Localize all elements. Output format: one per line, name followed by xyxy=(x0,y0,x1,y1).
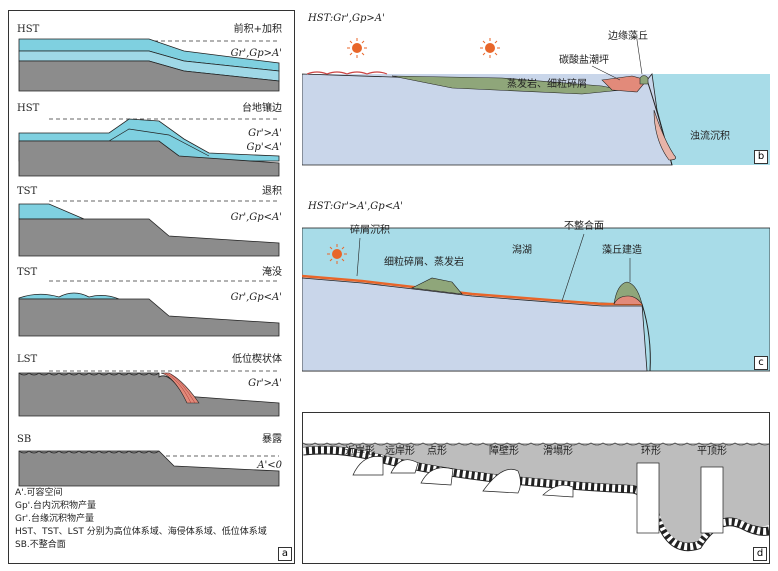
panel-a-drawing xyxy=(18,38,280,487)
row5-code: LST xyxy=(17,354,38,365)
row4-code: TST xyxy=(17,267,38,278)
type-point: 点形 xyxy=(427,446,447,457)
type-offshore: 远岸形 xyxy=(385,446,415,457)
panel-d-drawing xyxy=(303,442,769,563)
row3-formula: Gr',Gp<A' xyxy=(230,212,282,223)
row4-title: 淹没 xyxy=(262,267,282,278)
row6-formula: A'<0 xyxy=(257,460,282,471)
type-barrier: 障壁形 xyxy=(489,446,519,457)
panel-c-header: HST:Gr'>A',Gp<A' xyxy=(308,201,404,212)
sun-icon xyxy=(347,38,367,58)
row4-formula: Gr',Gp<A' xyxy=(230,292,282,303)
label-mound: 藻丘建造 xyxy=(602,245,642,256)
panel-b-header: HST:Gr',Gp>A' xyxy=(308,13,385,24)
row1-title: 前积+加积 xyxy=(233,24,282,35)
row3-title: 退积 xyxy=(262,186,282,197)
row5-title: 低位楔状体 xyxy=(232,354,282,365)
row-sb xyxy=(18,450,280,487)
row5-formula: Gr'>A' xyxy=(248,378,282,389)
label-tidal: 碳酸盐潮坪 xyxy=(559,55,609,66)
row2-title: 台地镶边 xyxy=(242,103,282,114)
label-fine: 细粒碎屑、蒸发岩 xyxy=(384,257,464,268)
type-ring: 环形 xyxy=(641,446,661,457)
panel-c-drawing xyxy=(302,227,770,372)
row1-code: HST xyxy=(17,24,40,35)
panel-a-tag: a xyxy=(278,547,292,561)
label-unconf: 不整合面 xyxy=(564,221,604,232)
row1-formula: Gr',Gp>A' xyxy=(230,48,282,59)
type-nearshore: 近岸形 xyxy=(345,446,375,457)
legend-line-3: Gr'.台缘沉积物产量 xyxy=(15,514,95,524)
label-evap: 蒸发岩、细粒碎屑 xyxy=(507,79,587,90)
row-lst xyxy=(18,370,280,417)
label-turbid: 浊流沉积 xyxy=(690,131,730,142)
panel-b: HST:Gr',Gp>A' 边缘藻丘 碳酸盐潮坪 蒸发岩、细粒碎屑 浊流沉积 b xyxy=(302,10,770,166)
label-lagoon: 潟湖 xyxy=(512,245,532,256)
sun-icon xyxy=(327,244,347,264)
panel-b-drawing xyxy=(302,38,770,166)
label-clastic: 碎屑沉积 xyxy=(350,225,390,236)
legend-line-1: A'.可容空间 xyxy=(15,488,63,498)
panel-c: HST:Gr'>A',Gp<A' 碎屑沉积 细粒碎屑、蒸发岩 潟湖 不整合面 藻… xyxy=(302,196,770,372)
row2-formula: Gr'>A' xyxy=(248,128,282,139)
panel-b-tag: b xyxy=(754,150,768,164)
type-flattop: 平顶形 xyxy=(697,446,727,457)
legend-line-2: Gp'.台内沉积物产量 xyxy=(15,501,97,511)
panel-a: HST 前积+加积 Gr',Gp>A' HST 台地镶边 Gr'>A' Gp'<… xyxy=(8,10,295,564)
row3-code: TST xyxy=(17,186,38,197)
row6-code: SB xyxy=(17,434,32,445)
panel-c-tag: c xyxy=(754,356,768,370)
legend-line-5: SB.不整合面 xyxy=(15,540,66,550)
row6-title: 暴露 xyxy=(262,434,282,445)
row-hst-rimmed xyxy=(18,118,280,177)
row2-code: HST xyxy=(17,103,40,114)
row-tst-drown xyxy=(18,280,280,337)
row-tst-retro xyxy=(18,200,280,257)
row-hst-progradation xyxy=(18,38,280,92)
label-reef: 边缘藻丘 xyxy=(608,31,648,42)
legend-line-4: HST、TST、LST 分别为高位体系域、海侵体系域、低位体系域 xyxy=(15,527,267,537)
panel-d: 近岸形 远岸形 点形 障壁形 滑塌形 环形 平顶形 d xyxy=(302,412,770,564)
type-slump: 滑塌形 xyxy=(543,446,573,457)
sun-icon xyxy=(480,38,500,58)
panel-d-tag: d xyxy=(753,547,767,561)
row2-formula2: Gp'<A' xyxy=(246,142,283,153)
